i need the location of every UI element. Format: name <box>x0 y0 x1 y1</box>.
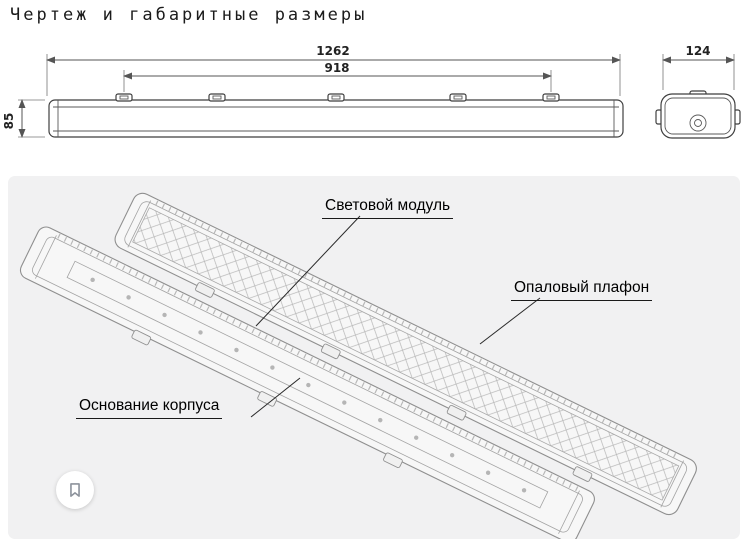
callout-light-module: Световой модуль <box>322 197 454 219</box>
dimension-inner: 918 <box>123 61 552 92</box>
leader-light-module <box>255 215 361 327</box>
dim-length-label: 1262 <box>316 44 349 58</box>
leader-housing-base <box>250 377 301 418</box>
dim-height-label: 85 <box>2 113 16 130</box>
page-title: Чертеж и габаритные размеры <box>10 5 368 25</box>
dimension-width: 124 <box>662 44 735 90</box>
base-part <box>19 226 595 539</box>
end-view <box>655 90 741 139</box>
dim-width-label: 124 <box>685 44 710 58</box>
bookmark-icon <box>70 483 80 497</box>
diffuser-part <box>114 192 697 516</box>
side-view <box>48 93 624 138</box>
led-strip <box>90 277 527 493</box>
leader-opal-diffuser <box>479 297 541 345</box>
bookmark-button[interactable] <box>56 471 94 509</box>
dimension-height: 85 <box>2 99 45 138</box>
callout-housing-base: Основание корпуса <box>76 397 223 419</box>
dim-inner-label: 918 <box>324 61 349 75</box>
callout-opal-diffuser: Опаловый плафон <box>511 279 653 301</box>
dimension-length: 1262 <box>46 44 621 96</box>
iso-drawing <box>19 192 697 539</box>
technical-drawing: 1262 918 85 124 <box>2 44 741 139</box>
iso-panel: Световой модуль Опаловый плафон Основани… <box>8 176 740 539</box>
latch-clips <box>115 93 560 102</box>
